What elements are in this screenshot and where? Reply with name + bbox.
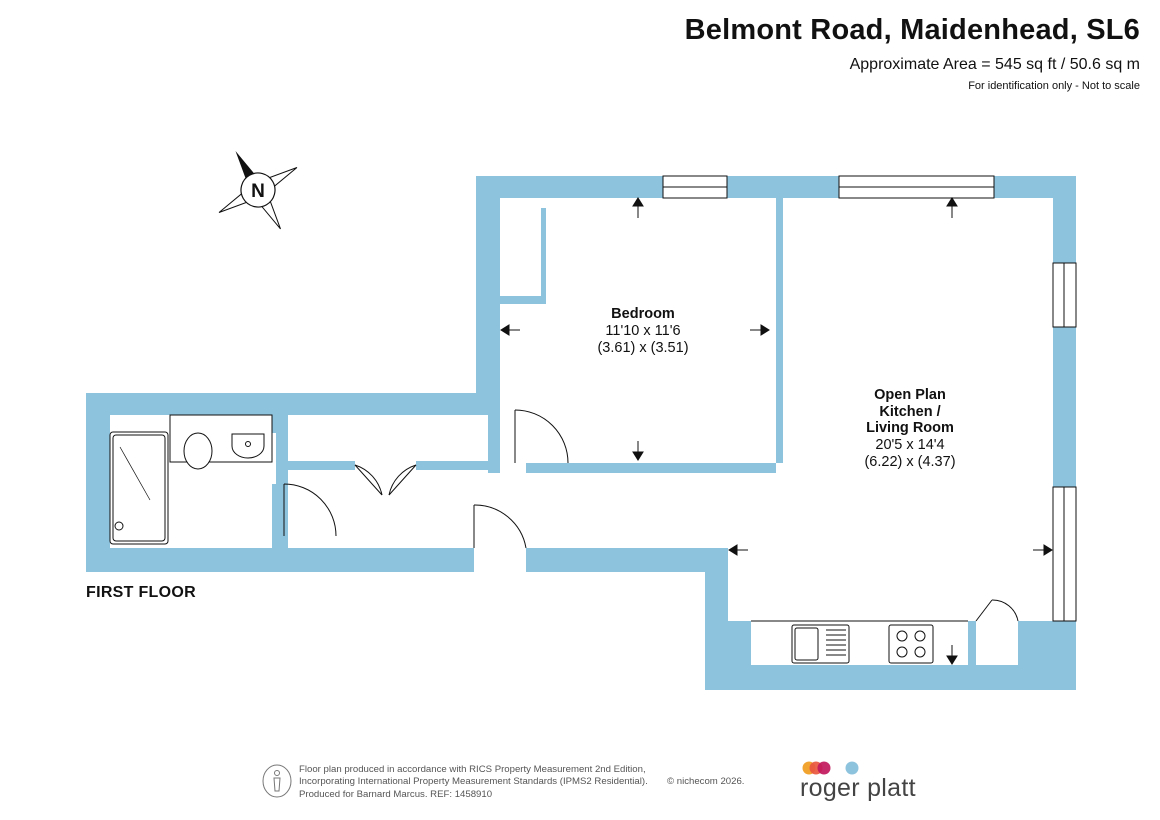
bedroom-metric: (3.61) x (3.51) [597,340,688,356]
logo-dots-icon [802,761,859,775]
room-label-living: Open Plan Kitchen / Living Room 20'5 x 1… [864,387,955,470]
living-imperial: 20'5 x 14'4 [875,437,944,453]
agent-logo: roger platt [800,774,916,802]
footer-line-1: Floor plan produced in accordance with R… [299,764,646,775]
property-title: Belmont Road, Maidenhead, SL6 [684,14,1140,46]
windows [662,175,1077,622]
living-metric: (6.22) x (4.37) [864,454,955,470]
walls [86,176,1076,690]
hob [888,624,934,664]
living-name-line2: Kitchen / [879,404,940,420]
bedroom-name: Bedroom [611,306,675,322]
approximate-area: Approximate Area = 545 sq ft / 50.6 sq m [849,56,1140,73]
living-name-line3: Living Room [866,420,954,436]
doors [283,409,1019,622]
footer-line-2: Incorporating International Property Mea… [299,776,648,788]
kitchen-fixtures [751,620,968,664]
floor-label: FIRST FLOOR [86,584,196,601]
footer-disclaimer: Floor plan produced in accordance with R… [299,764,648,801]
compass-rose-icon: N [218,151,298,230]
person-icon [262,764,292,798]
footer-copyright: © nichecom 2026. [667,776,745,787]
bathroom-fixtures [109,414,273,545]
bathtub [109,431,169,545]
bedroom-imperial: 11'10 x 11'6 [605,323,680,339]
footer-line-3: Produced for Barnard Marcus. REF: 145891… [299,788,493,800]
room-label-bedroom: Bedroom 11'10 x 11'6 (3.61) x (3.51) [597,306,688,356]
living-name-line1: Open Plan [874,387,946,403]
compass-north-label: N [251,181,265,202]
identification-note: For identification only - Not to scale [968,80,1140,92]
dimension-arrows [500,197,1053,665]
toilet [183,432,213,470]
